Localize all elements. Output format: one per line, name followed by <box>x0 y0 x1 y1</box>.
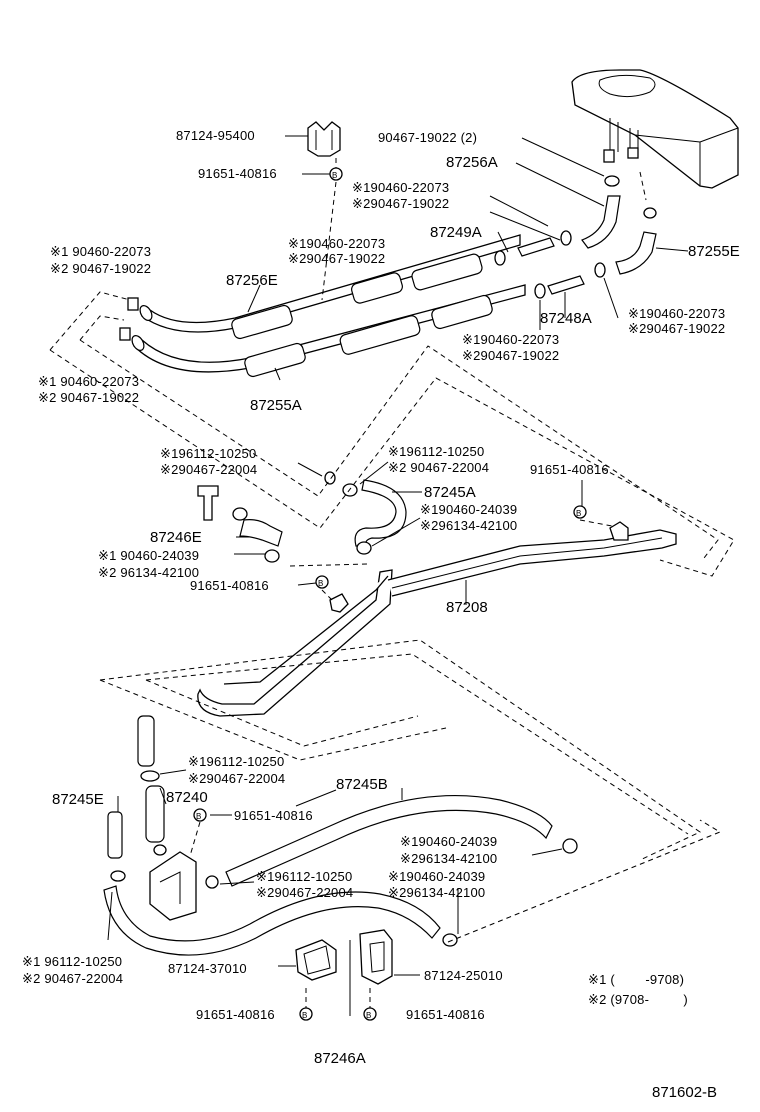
note-2: ※2 (9708- ) <box>588 992 688 1007</box>
bolt-icon <box>193 808 207 822</box>
hose-87255a-assembly <box>131 284 526 378</box>
bracket-87124-37010 <box>295 939 337 981</box>
label-s1-a: ※190460-22073 <box>352 180 449 195</box>
label-s1-i: ※190460-24039 <box>420 502 517 517</box>
fitting-87246e <box>197 485 283 563</box>
label-87124-95400: 87124-95400 <box>176 128 255 143</box>
svg-text:B: B <box>332 171 337 180</box>
label-s1-h: ※196112-10250 <box>388 444 484 459</box>
label-s1-f: ※1 90460-22073 <box>38 374 139 389</box>
label-87240: 87240 <box>166 789 208 806</box>
hose-87245e <box>107 811 126 882</box>
label-91651-top: 91651-40816 <box>198 166 277 181</box>
label-s1-e: ※190460-22073 <box>462 332 559 347</box>
hose-87256e-assembly <box>139 234 521 340</box>
label-s2-k: ※290467-22004 <box>188 771 285 786</box>
label-s2-i: ※296134-42100 <box>420 518 517 533</box>
label-s1-d: ※190460-22073 <box>628 306 725 321</box>
pipe-87208 <box>197 521 677 717</box>
clamps <box>119 175 657 341</box>
leader-lines <box>107 135 689 1016</box>
label-s1-c: ※1 90460-22073 <box>50 244 151 259</box>
label-s1-g: ※196112-10250 <box>160 446 256 461</box>
label-87256a: 87256A <box>446 154 498 171</box>
label-87248a: 87248A <box>540 310 592 327</box>
label-90467-19022-2: 90467-19022 (2) <box>378 130 477 145</box>
label-87246e: 87246E <box>150 529 202 546</box>
label-s2-e: ※290467-19022 <box>462 348 559 363</box>
dashed-outlines <box>49 158 735 1008</box>
bolt-icons: B B B B B B <box>193 167 587 1021</box>
label-s2-n: ※296134-42100 <box>388 885 485 900</box>
pipe-87240 <box>137 715 219 921</box>
label-87255a: 87255A <box>250 397 302 414</box>
label-87245a: 87245A <box>424 484 476 501</box>
svg-text:B: B <box>196 812 201 821</box>
label-s2-m: ※290467-22004 <box>256 885 353 900</box>
label-s1-l: ※190460-24039 <box>400 834 497 849</box>
label-91651-low: 91651-40816 <box>234 808 313 823</box>
hose-87246a <box>103 885 458 956</box>
bolt-icon <box>315 575 329 589</box>
hose-87245b <box>225 794 578 887</box>
label-s1-k: ※196112-10250 <box>188 754 284 769</box>
label-91651-br: 91651-40816 <box>406 1007 485 1022</box>
label-87124-37010: 87124-37010 <box>168 961 247 976</box>
label-s2-c: ※2 90467-19022 <box>50 261 151 276</box>
hose-87249a <box>517 237 555 257</box>
label-91651-left: 91651-40816 <box>190 578 269 593</box>
heater-unit <box>571 69 739 189</box>
svg-text:B: B <box>366 1011 371 1020</box>
label-s1-o: ※1 96112-10250 <box>22 954 122 969</box>
diagram-code: 871602-B <box>652 1084 717 1101</box>
hose-87245a <box>324 471 407 555</box>
svg-text:B: B <box>302 1011 307 1020</box>
bracket-87124-95400 <box>307 121 341 157</box>
label-91651-mid: 91651-40816 <box>530 462 609 477</box>
hose-87248a <box>547 275 585 295</box>
part-labels: 87124-95400 91651-40816 90467-19022 (2) … <box>22 128 740 1101</box>
label-s2-l: ※296134-42100 <box>400 851 497 866</box>
note-1: ※1 ( -9708) <box>588 972 684 987</box>
label-87249a: 87249A <box>430 224 482 241</box>
label-91651-bl: 91651-40816 <box>196 1007 275 1022</box>
label-s2-b: ※290467-19022 <box>288 251 385 266</box>
hose-87256a <box>581 195 621 249</box>
label-s1-n: ※190460-24039 <box>388 869 485 884</box>
label-87124-25010: 87124-25010 <box>424 968 503 983</box>
bracket-87124-25010 <box>359 929 393 985</box>
bolt-icon <box>573 505 587 519</box>
label-s2-g: ※290467-22004 <box>160 462 257 477</box>
label-s1-j: ※1 90460-24039 <box>98 548 199 563</box>
label-87245b: 87245B <box>336 776 388 793</box>
label-s2-o: ※2 90467-22004 <box>22 971 123 986</box>
svg-text:B: B <box>576 509 581 518</box>
label-s1-m: ※196112-10250 <box>256 869 352 884</box>
label-87255e: 87255E <box>688 243 740 260</box>
label-87256e: 87256E <box>226 272 278 289</box>
label-s1-b: ※190460-22073 <box>288 236 385 251</box>
label-87245e: 87245E <box>52 791 104 808</box>
hose-87255e <box>615 231 657 275</box>
svg-text:B: B <box>318 579 323 588</box>
label-87208: 87208 <box>446 599 488 616</box>
label-s2-j: ※2 96134-42100 <box>98 565 199 580</box>
label-s2-d: ※290467-19022 <box>628 321 725 336</box>
label-s2-h: ※2 90467-22004 <box>388 460 489 475</box>
label-87246a: 87246A <box>314 1050 366 1067</box>
label-s2-f: ※2 90467-19022 <box>38 390 139 405</box>
label-s2-a: ※290467-19022 <box>352 196 449 211</box>
